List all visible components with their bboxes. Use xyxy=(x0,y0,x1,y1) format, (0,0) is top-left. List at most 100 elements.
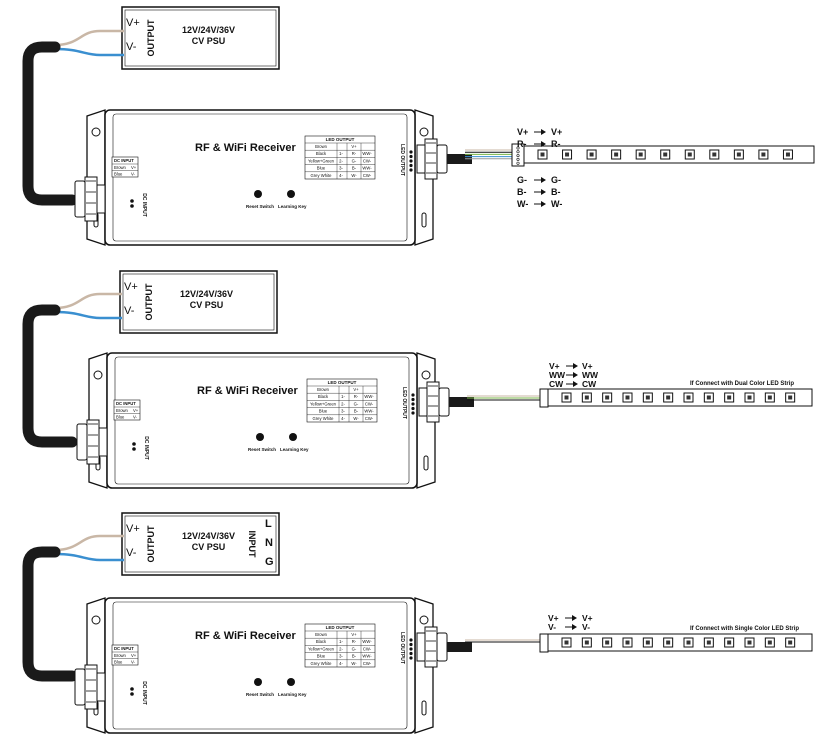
led-row-rgb: B- xyxy=(354,409,359,414)
rgbw-output: V+V+R-R-G-G-B-B-W-W- xyxy=(465,127,815,209)
led-die xyxy=(712,152,717,157)
led-die xyxy=(584,395,589,400)
led-die xyxy=(785,152,790,157)
led-row-rgb: R- xyxy=(354,394,359,399)
led-row-rgb: R- xyxy=(352,151,357,156)
pin-dot xyxy=(130,204,134,208)
strip-pin-label: V+ xyxy=(582,613,593,623)
receiver-inner-border xyxy=(112,601,408,730)
led-row-pin: 1- xyxy=(341,394,345,399)
blue-wire xyxy=(54,47,124,57)
led-die xyxy=(736,152,741,157)
led-row-rgb: G- xyxy=(352,646,357,651)
brown-wire xyxy=(54,292,122,310)
led-die xyxy=(761,152,766,157)
strip-pin-label: V+ xyxy=(549,361,560,371)
receiver-inner-border xyxy=(114,356,410,485)
arrow-head xyxy=(541,201,546,207)
led-die xyxy=(564,640,569,645)
learning-key-label: Learning Key xyxy=(278,692,307,697)
arrow-icon xyxy=(534,177,546,183)
arrow-icon xyxy=(565,624,577,630)
psu-model-line2: CV PSU xyxy=(192,542,226,552)
connector-pin xyxy=(516,150,520,154)
led-row-pin: 4- xyxy=(339,661,343,666)
psu-box xyxy=(121,6,280,70)
arrow-icon xyxy=(566,363,578,369)
led-row-color: Black xyxy=(316,639,327,644)
psu-model-line1: 12V/24V/36V xyxy=(182,25,235,35)
pin-dot xyxy=(411,402,415,406)
led-row-rgb: V+ xyxy=(351,144,357,149)
dc-row-color: Brown xyxy=(114,165,127,170)
dc-row-color: Blue xyxy=(114,172,123,177)
pin-dot xyxy=(132,447,136,451)
reset-switch-icon xyxy=(254,190,262,198)
keyhole-icon xyxy=(419,127,429,137)
led-row-cct: CW- xyxy=(365,416,374,421)
slot-icon xyxy=(423,455,429,471)
pin-dot xyxy=(411,411,415,415)
gland-base xyxy=(418,387,428,417)
arrow-icon xyxy=(566,381,578,387)
led-output-side-label: LED OUTPUT xyxy=(401,387,407,419)
gland-base xyxy=(416,632,426,662)
led-die xyxy=(687,152,692,157)
learning-key-icon xyxy=(287,190,295,198)
arrow-icon xyxy=(534,201,546,207)
led-row-pin: 2- xyxy=(341,401,345,406)
brown-wire xyxy=(54,29,124,47)
single-strip-caption: If Connect with Single Color LED Strip xyxy=(690,626,799,632)
led-die xyxy=(625,395,630,400)
led-row-color: Blue xyxy=(317,654,326,659)
strip-pin-label: V- xyxy=(582,622,590,632)
arrow-head xyxy=(572,615,577,621)
learning-key-label: Learning Key xyxy=(280,447,309,452)
arrow-icon xyxy=(534,141,546,147)
receiver-title: RF & WiFi Receiver xyxy=(197,385,298,397)
psu-inner-border xyxy=(124,9,277,67)
reset-switch-label: Reset Switch xyxy=(246,204,274,209)
led-die xyxy=(788,395,793,400)
led-die xyxy=(727,395,732,400)
psu-wires xyxy=(22,29,124,206)
dc-row-color: Brown xyxy=(114,653,127,658)
led-output-title: LED OUTPUT xyxy=(328,380,357,385)
strip-pin-label: B- xyxy=(551,187,561,197)
led-row-cct: WW- xyxy=(362,654,372,659)
led-die xyxy=(565,152,570,157)
gland-base xyxy=(96,184,106,214)
pin-dot xyxy=(130,687,134,691)
cable-gland xyxy=(436,632,448,662)
arrow-icon xyxy=(534,189,546,195)
led-row-cct: WW- xyxy=(364,394,374,399)
led-row-rgb: B- xyxy=(352,654,357,659)
reset-switch-icon xyxy=(254,678,262,686)
psu-v-minus: V- xyxy=(126,547,137,559)
led-row-rgb: W- xyxy=(351,173,357,178)
arrow-head xyxy=(541,129,546,135)
learning-key-icon xyxy=(287,678,295,686)
strip-pin-label: WW xyxy=(582,370,599,380)
led-row-color: Yellow+Green xyxy=(310,401,337,406)
led-die xyxy=(686,640,691,645)
led-die xyxy=(706,395,711,400)
dc-row-pin: V+ xyxy=(131,653,137,658)
psu-output-label: OUTPUT xyxy=(144,283,154,321)
led-die xyxy=(706,640,711,645)
strip-pin-label: V+ xyxy=(551,127,562,137)
strip-pin-label: R- xyxy=(517,139,527,149)
blue-wire xyxy=(54,552,124,562)
pin-dot xyxy=(130,692,134,696)
psu-v-plus: V+ xyxy=(126,523,140,535)
psu-v-plus: V+ xyxy=(124,281,138,293)
led-row-color: Black xyxy=(318,394,329,399)
psu-v-plus: V+ xyxy=(126,17,140,29)
output-cable xyxy=(447,642,472,652)
led-output-side-label: LED OUTPUT xyxy=(399,632,405,664)
cable-gland xyxy=(74,180,86,218)
arrow-icon xyxy=(534,129,546,135)
led-row-color: Brown xyxy=(315,632,328,637)
